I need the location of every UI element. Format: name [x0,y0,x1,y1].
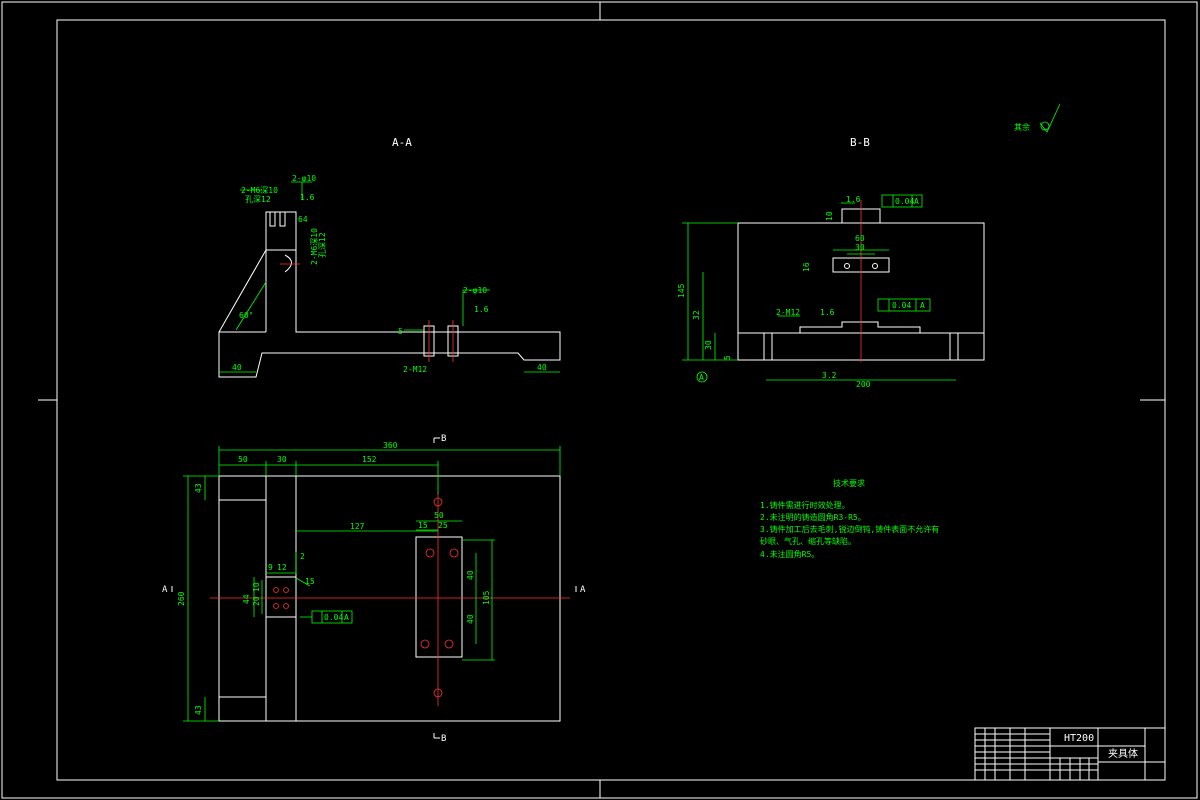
plan-tol-ref: A [344,613,349,622]
plan-dim-20: 20 [252,596,261,606]
aa-hole-top: 2-φ10 [292,174,316,183]
tech-req-line-3: 3.铸件加工后去毛刺,锐边倒钝,铸件表面不允许有 [760,524,939,534]
tech-req-title: 技术要求 [833,478,865,488]
view-marker-b-top: B [441,434,446,444]
aa-hole-bottom: 2-M12 [403,365,427,374]
view-marker-b-bottom: B [441,734,446,744]
bb-dim-60: 60 [855,234,865,243]
title-block [974,727,1166,781]
plan-dim-total: 360 [383,441,398,450]
bb-dim-30: 30 [704,340,713,350]
section-title-bb: B-B [850,136,870,149]
plan-tolerance-frame [311,610,353,624]
bb-rough-top: 1.6 [846,195,861,204]
section-aa-view [218,211,561,378]
plan-dim-9: 9 [268,563,273,572]
plan-dim-50: 50 [238,455,248,464]
section-aa-dimensions [219,181,560,373]
section-title-aa: A-A [392,136,412,149]
bb-dim-145: 145 [677,283,686,298]
bb-rough-bottom: 3.2 [822,371,837,380]
bb-dim-30-top: 30 [855,243,865,252]
plan-dim-43a: 43 [194,483,203,493]
plan-dim-105: 105 [482,590,491,605]
roughness-symbol-icon [1039,103,1061,133]
aa-dim-left-40: 40 [232,363,242,372]
plan-dim-30: 30 [277,455,287,464]
plan-dim-2: 2 [300,552,305,561]
bb-dim-10: 10 [825,211,834,221]
bb-dim-16: 16 [802,262,811,272]
plan-dim-44: 44 [242,594,251,604]
bb-rough-mid: 1.6 [820,308,835,317]
aa-dim-right-40: 40 [537,363,547,372]
plan-dim-10: 10 [252,582,261,592]
aa-thread-top: 2-M6深10 [241,186,278,195]
plan-dimensions [183,446,561,722]
aa-hole-side-sub: 孔深12 [318,232,327,258]
view-marker-a-right: A [580,585,586,595]
plan-dim-50b: 50 [434,511,444,520]
bb-tolerance-frame-top [881,194,923,208]
view-marker-lines [171,437,577,739]
tech-req-line-5: 4.未注圆角R5。 [760,549,819,559]
aa-thread-top-sub: 孔深12 [245,195,271,204]
tech-req-line-2: 2.未注明的铸造圆角R3-R5。 [760,512,866,522]
bb-datum-a: A [699,373,704,382]
bb-dim-32: 32 [692,310,701,320]
bb-tolerance-frame-mid [877,298,931,312]
view-marker-a-left: A [162,585,168,595]
plan-dim-40a: 40 [466,570,475,580]
aa-hole-right: 2-φ10 [463,286,487,295]
title-block-name: 夹具体 [1108,747,1138,760]
bb-dim-200: 200 [856,380,871,389]
roughness-note-label: 其余 [1014,122,1030,132]
bb-tol-top-value: 0.04 [895,197,914,206]
title-block-material: HT200 [1064,733,1094,744]
plan-dim-152: 152 [362,455,377,464]
plan-dim-12: 12 [277,563,287,572]
tech-req-line-4: 砂眼、气孔、缩孔等缺陷。 [760,536,856,546]
plan-dim-15: 15 [418,521,428,530]
aa-gap-5: 5 [398,327,403,336]
tech-req-line-1: 1.铸件需进行时效处理。 [760,500,850,510]
aa-val-64: 64 [298,215,308,224]
plan-tol-value: 0.04 [324,613,343,622]
bb-tol-top-ref: A [914,197,919,206]
section-bb-view [737,200,985,362]
section-bb-dimensions [682,202,956,383]
aa-rough-top: 1.6 [300,193,315,202]
plan-dim-40b: 40 [466,614,475,624]
aa-rough-right: 1.6 [474,305,489,314]
plan-dim-43b: 43 [194,705,203,715]
plan-dim-127: 127 [350,522,365,531]
plan-dim-15b: 15 [305,577,315,586]
plan-view [210,475,570,722]
bb-slot: 2-M12 [776,308,800,317]
aa-hole-side: 2-M6深10 [310,228,319,265]
bb-tol-mid-value: 0.04 [892,301,911,310]
bb-dim-5: 5 [723,355,732,360]
plan-dim-25: 25 [438,521,448,530]
bb-tol-mid-ref: A [920,301,925,310]
plan-dim-260: 260 [177,591,186,606]
aa-dim-angle: 60° [239,311,253,320]
